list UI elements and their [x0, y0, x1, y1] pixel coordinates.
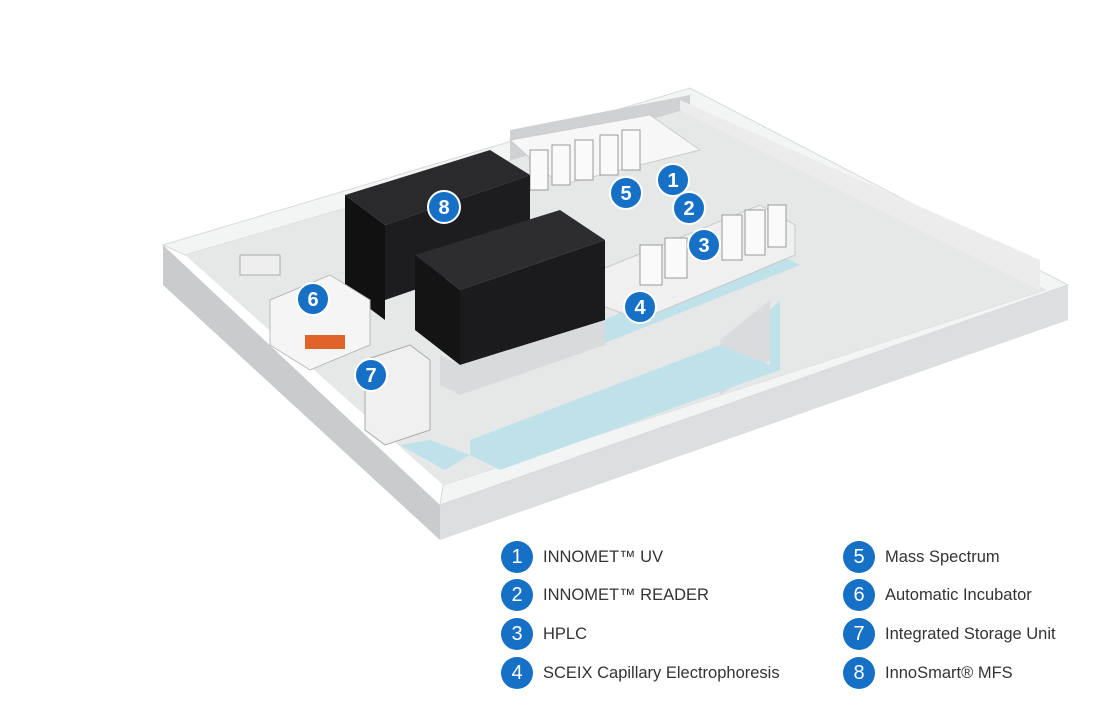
water-channel-left: [400, 440, 470, 470]
marker-number: 7: [365, 365, 376, 387]
legend-item: 3 HPLC: [501, 617, 587, 651]
incubator-tray: [305, 335, 345, 349]
marker-number: 8: [438, 197, 449, 219]
marker-4: 4: [623, 290, 657, 324]
plate-stack: [239, 254, 281, 276]
legend-number: 8: [843, 657, 875, 689]
marker-number: 3: [698, 235, 709, 257]
legend-label: Mass Spectrum: [885, 547, 1000, 566]
legend-number: 3: [501, 618, 533, 650]
right-inner-wall: [680, 100, 1040, 290]
marker-number: 6: [307, 289, 318, 311]
legend-item: 7 Integrated Storage Unit: [843, 617, 1056, 651]
marker-8: 8: [427, 190, 461, 224]
legend-item: 5 Mass Spectrum: [843, 540, 1000, 574]
legend-label: INNOMET™ UV: [543, 547, 664, 566]
marker-circle: [687, 228, 721, 262]
legend-label: Integrated Storage Unit: [885, 624, 1056, 643]
marker-circle: [672, 191, 706, 225]
marker-5: 5: [609, 176, 643, 210]
hplc-modules: [529, 129, 787, 286]
marker-2: 2: [672, 191, 706, 225]
legend-number: 4: [501, 657, 533, 689]
legend-item: 6 Automatic Incubator: [843, 578, 1032, 612]
marker-circle: [623, 290, 657, 324]
legend-label: INNOMET™ READER: [543, 585, 709, 604]
legend-label: Automatic Incubator: [885, 585, 1032, 604]
machine-front-base: [440, 320, 605, 395]
marker-number: 5: [620, 183, 631, 205]
legend-item: 1 INNOMET™ UV: [501, 540, 663, 574]
legend-item: 4 SCEIX Capillary Electrophoresis: [501, 656, 780, 690]
legend-number: 1: [501, 541, 533, 573]
wall-front-left: [163, 245, 440, 540]
legend-number: 2: [501, 579, 533, 611]
marker-1: 1: [656, 163, 690, 197]
marker-circle: [609, 176, 643, 210]
legend-item: 2 INNOMET™ READER: [501, 578, 709, 612]
legend-item: 8 InnoSmart® MFS: [843, 656, 1013, 690]
marker-circle: [427, 190, 461, 224]
water-channel-front: [470, 300, 780, 470]
marker-number: 2: [683, 198, 694, 220]
marker-circle: [296, 282, 330, 316]
marker-number: 4: [634, 297, 646, 319]
marker-7: 7: [354, 358, 388, 392]
machine-front-face: [415, 255, 460, 365]
marker-circle: [354, 358, 388, 392]
machine-front-top: [415, 210, 605, 290]
wall-front-right: [440, 285, 1068, 540]
legend-number: 6: [843, 579, 875, 611]
marker-3: 3: [687, 228, 721, 262]
legend-label: InnoSmart® MFS: [885, 663, 1013, 682]
machine-back-front: [345, 195, 385, 320]
legend-label: HPLC: [543, 624, 588, 643]
legend-number: 5: [843, 541, 875, 573]
legend-number: 7: [843, 618, 875, 650]
machine-back-top: [345, 150, 530, 225]
legend-label: SCEIX Capillary Electrophoresis: [543, 663, 780, 682]
marker-6: 6: [296, 282, 330, 316]
marker-number: 1: [667, 170, 678, 192]
machine-front-side: [460, 240, 605, 365]
marker-circle: [656, 163, 690, 197]
